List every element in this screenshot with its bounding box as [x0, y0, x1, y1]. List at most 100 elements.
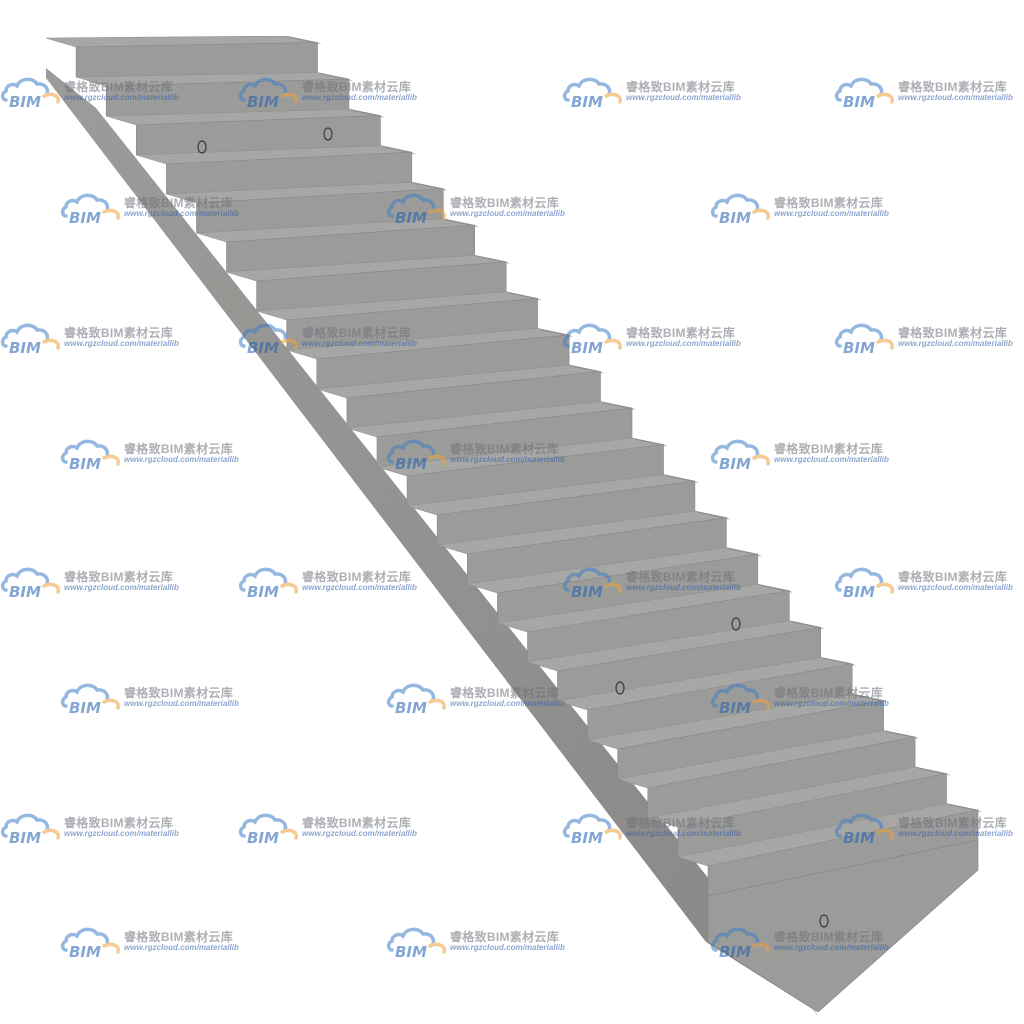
watermark: BIM 睿格致BIM素材云库 www.rgzcloud.com/material… [562, 562, 752, 602]
watermark-url: www.rgzcloud.com/materiallib [64, 829, 179, 838]
watermark-url: www.rgzcloud.com/materiallib [64, 339, 179, 348]
bim-cloud-logo-icon: BIM [562, 813, 623, 846]
watermark-url: www.rgzcloud.com/materiallib [774, 209, 889, 218]
watermark-url: www.rgzcloud.com/materiallib [124, 699, 239, 708]
watermark-title: 睿格致BIM素材云库 [450, 930, 559, 944]
watermark: BIM 睿格致BIM素材云库 www.rgzcloud.com/material… [60, 434, 250, 474]
step-edge [946, 803, 982, 812]
watermark: BIM 睿格致BIM素材云库 www.rgzcloud.com/material… [710, 434, 900, 474]
bim-cloud-logo-icon: BIM [710, 927, 771, 960]
watermark-title: 睿格致BIM素材云库 [450, 196, 559, 210]
step-edge [852, 693, 888, 703]
watermark-title: 睿格致BIM素材云库 [124, 686, 233, 700]
watermark-url: www.rgzcloud.com/materiallib [626, 829, 741, 838]
anchor-hole [819, 914, 829, 928]
step-edge [286, 36, 322, 45]
watermark-url: www.rgzcloud.com/materiallib [124, 943, 239, 952]
watermark: BIM 睿格致BIM素材云库 www.rgzcloud.com/material… [386, 434, 576, 474]
watermark: BIM 睿格致BIM素材云库 www.rgzcloud.com/material… [238, 808, 428, 848]
watermark: BIM 睿格致BIM素材云库 www.rgzcloud.com/material… [386, 678, 576, 718]
watermark-url: www.rgzcloud.com/materiallib [302, 829, 417, 838]
watermark: BIM 睿格致BIM素材云库 www.rgzcloud.com/material… [238, 562, 428, 602]
watermark: BIM 睿格致BIM素材云库 www.rgzcloud.com/material… [0, 318, 190, 358]
step-edge [915, 766, 951, 776]
step-edge [694, 511, 731, 520]
logo-text: BIM [69, 699, 101, 716]
bim-cloud-logo-icon: BIM [562, 77, 623, 110]
watermark-title: 睿格致BIM素材云库 [124, 442, 233, 456]
watermark-url: www.rgzcloud.com/materiallib [898, 583, 1013, 592]
watermark-title: 睿格致BIM素材云库 [302, 80, 411, 94]
step-edge [380, 145, 416, 155]
watermark-title: 睿格致BIM素材云库 [64, 570, 173, 584]
bim-cloud-logo-icon: BIM [0, 813, 61, 846]
watermark-url: www.rgzcloud.com/materiallib [898, 829, 1013, 838]
watermark-url: www.rgzcloud.com/materiallib [302, 339, 417, 348]
logo-text: BIM [719, 455, 751, 472]
logo-text: BIM [69, 943, 101, 960]
bim-cloud-logo-icon: BIM [0, 567, 61, 600]
watermark-url: www.rgzcloud.com/materiallib [898, 93, 1013, 102]
logo-text: BIM [247, 829, 279, 846]
watermark: BIM 睿格致BIM素材云库 www.rgzcloud.com/material… [386, 922, 576, 962]
bim-cloud-logo-icon: BIM [60, 927, 121, 960]
step-edge [820, 657, 857, 666]
watermark-title: 睿格致BIM素材云库 [302, 816, 411, 830]
watermark-title: 睿格致BIM素材云库 [774, 442, 883, 456]
watermark-title: 睿格致BIM素材云库 [124, 196, 233, 210]
watermark-url: www.rgzcloud.com/materiallib [64, 93, 179, 102]
bim-cloud-logo-icon: BIM [710, 439, 771, 472]
step-edge [348, 109, 385, 118]
watermark: BIM 睿格致BIM素材云库 www.rgzcloud.com/material… [834, 562, 1024, 602]
watermark: BIM 睿格致BIM素材云库 www.rgzcloud.com/material… [710, 188, 900, 228]
watermark-title: 睿格致BIM素材云库 [774, 196, 883, 210]
watermark-url: www.rgzcloud.com/materiallib [124, 455, 239, 464]
watermark-title: 睿格致BIM素材云库 [626, 80, 735, 94]
watermark: BIM 睿格致BIM素材云库 www.rgzcloud.com/material… [386, 188, 576, 228]
bim-cloud-logo-icon: BIM [60, 193, 121, 226]
step-edge [632, 438, 668, 447]
watermark-title: 睿格致BIM素材云库 [774, 686, 883, 700]
bim-cloud-logo-icon: BIM [60, 439, 121, 472]
watermark-title: 睿格致BIM素材云库 [64, 816, 173, 830]
logo-text: BIM [395, 209, 427, 226]
watermark-title: 睿格致BIM素材云库 [898, 326, 1007, 340]
step-edge [569, 364, 605, 374]
bim-cloud-logo-icon: BIM [834, 567, 895, 600]
watermark: BIM 睿格致BIM素材云库 www.rgzcloud.com/material… [60, 188, 250, 228]
watermark-title: 睿格致BIM素材云库 [626, 816, 735, 830]
anchor-hole [731, 617, 741, 631]
bim-cloud-logo-icon: BIM [710, 683, 771, 716]
logo-text: BIM [843, 93, 875, 110]
logo-text: BIM [9, 339, 41, 356]
watermark-url: www.rgzcloud.com/materiallib [450, 699, 565, 708]
logo-text: BIM [9, 583, 41, 600]
watermark: BIM 睿格致BIM素材云库 www.rgzcloud.com/material… [238, 72, 428, 112]
watermark: BIM 睿格致BIM素材云库 www.rgzcloud.com/material… [834, 808, 1024, 848]
step-edge [443, 218, 479, 228]
watermark-url: www.rgzcloud.com/materiallib [774, 943, 889, 952]
watermark-title: 睿格致BIM素材云库 [450, 686, 559, 700]
bim-cloud-logo-icon: BIM [710, 193, 771, 226]
logo-text: BIM [571, 829, 603, 846]
watermark-url: www.rgzcloud.com/materiallib [302, 583, 417, 592]
step-edge [411, 182, 448, 191]
bim-cloud-logo-icon: BIM [0, 77, 61, 110]
logo-text: BIM [247, 583, 279, 600]
watermark-title: 睿格致BIM素材云库 [64, 326, 173, 340]
logo-text: BIM [719, 943, 751, 960]
logo-text: BIM [247, 339, 279, 356]
bim-cloud-logo-icon: BIM [238, 567, 299, 600]
watermark: BIM 睿格致BIM素材云库 www.rgzcloud.com/material… [834, 318, 1024, 358]
step-edge [600, 401, 636, 410]
bim-cloud-logo-icon: BIM [834, 77, 895, 110]
logo-text: BIM [843, 829, 875, 846]
watermark: BIM 睿格致BIM素材云库 www.rgzcloud.com/material… [0, 808, 190, 848]
watermark-title: 睿格致BIM素材云库 [124, 930, 233, 944]
logo-text: BIM [395, 699, 427, 716]
logo-text: BIM [571, 339, 603, 356]
bim-cloud-logo-icon: BIM [562, 323, 623, 356]
watermark: BIM 睿格致BIM素材云库 www.rgzcloud.com/material… [834, 72, 1024, 112]
bim-cloud-logo-icon: BIM [0, 323, 61, 356]
